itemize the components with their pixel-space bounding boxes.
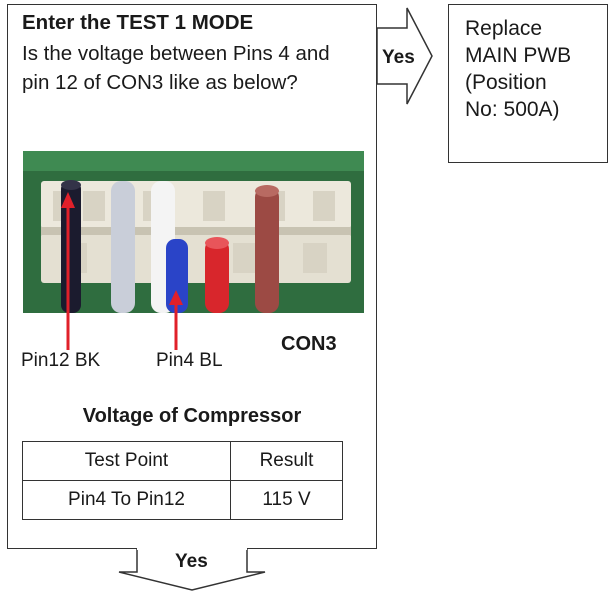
step-title: Enter the TEST 1 MODE bbox=[22, 11, 254, 34]
yes-right-arrow bbox=[376, 7, 433, 105]
connector-photo bbox=[23, 151, 364, 313]
blue-wire bbox=[166, 239, 188, 313]
grey-wire bbox=[111, 181, 135, 313]
test-mode-box: Enter the TEST 1 MODE Is the voltage bet… bbox=[7, 4, 377, 549]
replace-pwb-box: Replace MAIN PWB (Position No: 500A) bbox=[448, 4, 608, 163]
voltage-table: Test Point Result Pin4 To Pin12 115 V bbox=[22, 441, 343, 520]
cell-test-point: Pin4 To Pin12 bbox=[22, 480, 231, 520]
yes-right-label: Yes bbox=[382, 47, 415, 68]
voltage-title: Voltage of Compressor bbox=[82, 405, 302, 427]
black-wire bbox=[61, 181, 81, 313]
pin12-label: Pin12 BK bbox=[21, 350, 101, 371]
pin4-pointer-arrow bbox=[169, 290, 183, 350]
yes-down-arrow bbox=[118, 548, 266, 591]
pin4-label: Pin4 BL bbox=[156, 350, 223, 371]
replace-line-1: Replace bbox=[465, 17, 543, 40]
pin12-pointer-arrow bbox=[61, 192, 75, 350]
header-test-point: Test Point bbox=[22, 441, 231, 481]
connector-photo-drawing bbox=[23, 151, 364, 313]
brown-wire bbox=[255, 187, 279, 313]
table-row: Pin4 To Pin12 115 V bbox=[22, 480, 343, 520]
table-header-row: Test Point Result bbox=[22, 441, 343, 481]
step-question: Is the voltage between Pins 4 and pin 12… bbox=[22, 42, 330, 94]
yes-down-label: Yes bbox=[175, 551, 208, 572]
connector-label: CON3 bbox=[281, 333, 337, 355]
cell-result: 115 V bbox=[230, 480, 343, 520]
replace-line-2: MAIN PWB bbox=[465, 44, 572, 67]
replace-line-3: (Position bbox=[465, 71, 547, 94]
red-wire bbox=[205, 239, 229, 313]
replace-line-4: No: 500A) bbox=[465, 98, 560, 121]
